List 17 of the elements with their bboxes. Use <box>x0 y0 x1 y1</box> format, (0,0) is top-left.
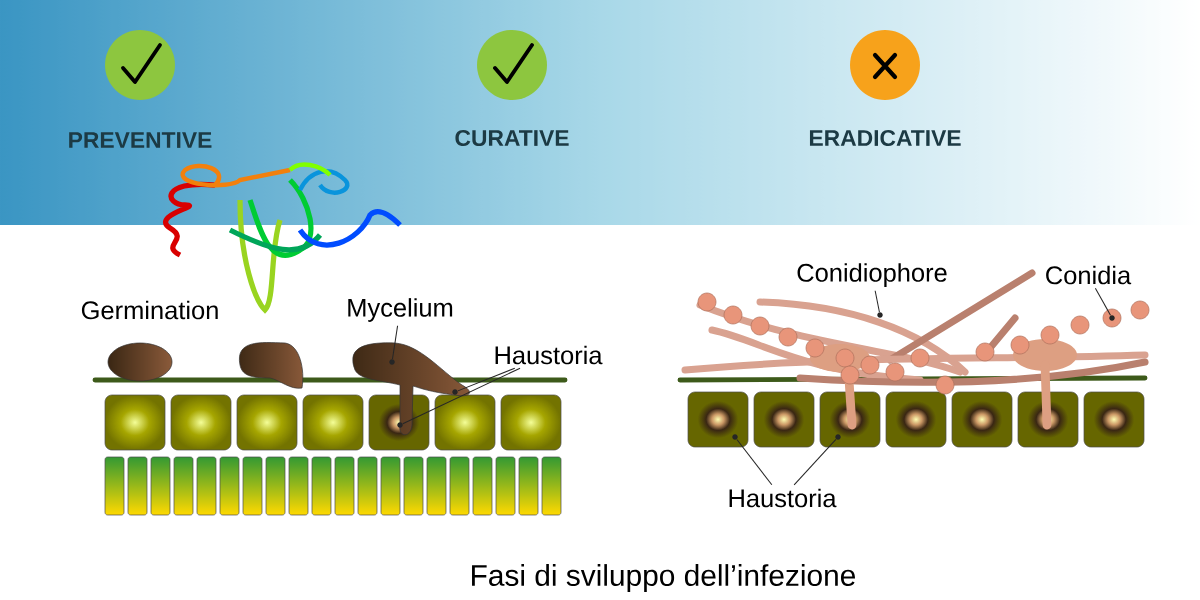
part-label: Haustoria <box>495 345 603 365</box>
stage-heading: CURATIVE <box>455 129 569 147</box>
stage-heading: PREVENTIVE <box>69 132 212 148</box>
part-label: Mycelium <box>348 298 453 322</box>
part-label: Conidiophore <box>797 263 947 287</box>
leader-line <box>457 367 516 392</box>
leader-line <box>793 438 837 486</box>
part-label: Haustoria <box>729 488 837 508</box>
part-label: Germination <box>81 300 218 320</box>
part-label: Conidia <box>1046 265 1132 285</box>
stage-heading: ERADICATIVE <box>809 129 961 147</box>
leader-line <box>402 367 521 425</box>
caption: Fasi di sviluppo dell’infezione <box>472 564 855 592</box>
leader-line <box>391 325 399 360</box>
leader-line <box>874 290 880 313</box>
leader-line <box>736 438 773 486</box>
leader-line <box>1094 287 1112 316</box>
